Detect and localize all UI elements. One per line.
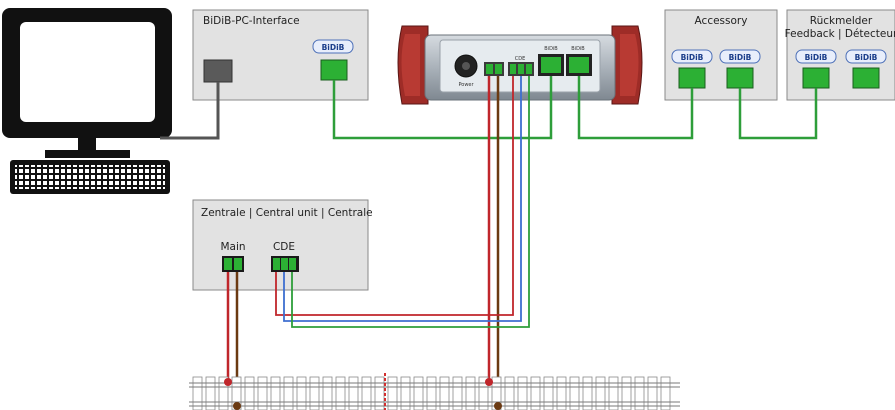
track-tie [517, 376, 528, 410]
cde-wire-red [275, 76, 514, 316]
bidib-bus-hub-to-accessory [577, 76, 694, 140]
track-tie [348, 376, 359, 410]
central-unit-box: Zentrale | Central unit | Centrale Main … [192, 199, 373, 291]
accessory-port-1 [678, 67, 706, 89]
bidib-bus-pc-to-hub [332, 76, 553, 140]
cde-wire-blue [283, 76, 522, 322]
track-tie [621, 376, 632, 410]
track-tie [231, 376, 242, 410]
track-tie [361, 376, 372, 410]
feedback-box: Rückmelder Feedback | Détecteur BiDiB Bi… [785, 9, 895, 101]
usb-port [203, 59, 233, 83]
track-tie [439, 376, 450, 410]
svg-text:BiDiB: BiDiB [322, 43, 345, 52]
svg-text:BiDiB: BiDiB [681, 53, 704, 62]
power-label: Power [458, 82, 474, 88]
accessory-bidib-badge-1: BiDiB [671, 49, 713, 64]
track-tie [569, 376, 580, 410]
monitor-stand [78, 138, 96, 150]
track-tie [660, 376, 671, 410]
keyboard-keys [15, 165, 165, 189]
track-tie [244, 376, 255, 410]
track-tie [335, 376, 346, 410]
feedback-port-1 [802, 67, 830, 89]
track-tie [543, 376, 554, 410]
feedback-title-line1: Rückmelder [810, 15, 873, 27]
track-tie [270, 376, 281, 410]
pc-interface-title: BiDiB-PC-Interface [203, 15, 300, 27]
pc-interface-bidib-port [320, 59, 348, 81]
track-tie [322, 376, 333, 410]
cde-wire-green [291, 76, 530, 328]
track-tie [504, 376, 515, 410]
track-tie [556, 376, 567, 410]
feedback-port-2 [852, 67, 880, 89]
track-tie [309, 376, 320, 410]
accessory-box: Accessory BiDiB BiDiB [664, 9, 778, 101]
monitor-base [45, 150, 130, 158]
accessory-title: Accessory [695, 15, 748, 27]
usb-cable [160, 82, 220, 140]
track-tie [452, 376, 463, 410]
monitor-screen [20, 22, 155, 122]
svg-text:BiDiB: BiDiB [729, 53, 752, 62]
bidib-bus-accessory-to-feedback [738, 88, 818, 140]
central-unit-title: Zentrale | Central unit | Centrale [201, 207, 373, 219]
track-tie [218, 376, 229, 410]
accessory-port-2 [726, 67, 754, 89]
central-main-label: Main [220, 241, 245, 253]
track-tie [465, 376, 476, 410]
hub-cde-label: CDE [515, 56, 526, 62]
central-cde-label: CDE [273, 241, 295, 253]
track-tie [283, 376, 294, 410]
track-tie [387, 376, 398, 410]
track-tie [400, 376, 411, 410]
model-railway-track [189, 373, 680, 410]
track-feed-point-hub-brown [494, 402, 502, 410]
track-tie [647, 376, 658, 410]
track-tie [595, 376, 606, 410]
track-tie [634, 376, 645, 410]
hub-port-label-1: BiDiB [544, 46, 558, 52]
svg-text:BiDiB: BiDiB [805, 53, 828, 62]
track-tie [582, 376, 593, 410]
bidib-hub-device: Power CDE BiDiB BiDiB [397, 25, 643, 105]
computer-icon [2, 8, 172, 194]
track-tie [478, 376, 489, 410]
track-tie [426, 376, 437, 410]
track-feed-point-hub-red [485, 378, 493, 386]
track-tie [192, 376, 203, 410]
track-feed-point-main-red [224, 378, 232, 386]
svg-text:BiDiB: BiDiB [855, 53, 878, 62]
track-tie [491, 376, 502, 410]
pc-interface-bidib-badge: BiDiB [312, 39, 354, 54]
feedback-bidib-badge-1: BiDiB [795, 49, 837, 64]
accessory-bidib-badge-2: BiDiB [719, 49, 761, 64]
track-tie [530, 376, 541, 410]
feedback-bidib-badge-2: BiDiB [845, 49, 887, 64]
track-tie [296, 376, 307, 410]
track-tie [374, 376, 385, 410]
feedback-title-line2: Feedback | Détecteur [785, 28, 895, 40]
track-tie [257, 376, 268, 410]
track-feed-point-main-brown [233, 402, 241, 410]
pc-interface-box: BiDiB-PC-Interface BiDiB [192, 9, 369, 101]
track-tie [608, 376, 619, 410]
track-tie [413, 376, 424, 410]
hub-port-label-2: BiDiB [571, 46, 585, 52]
track-tie [205, 376, 216, 410]
